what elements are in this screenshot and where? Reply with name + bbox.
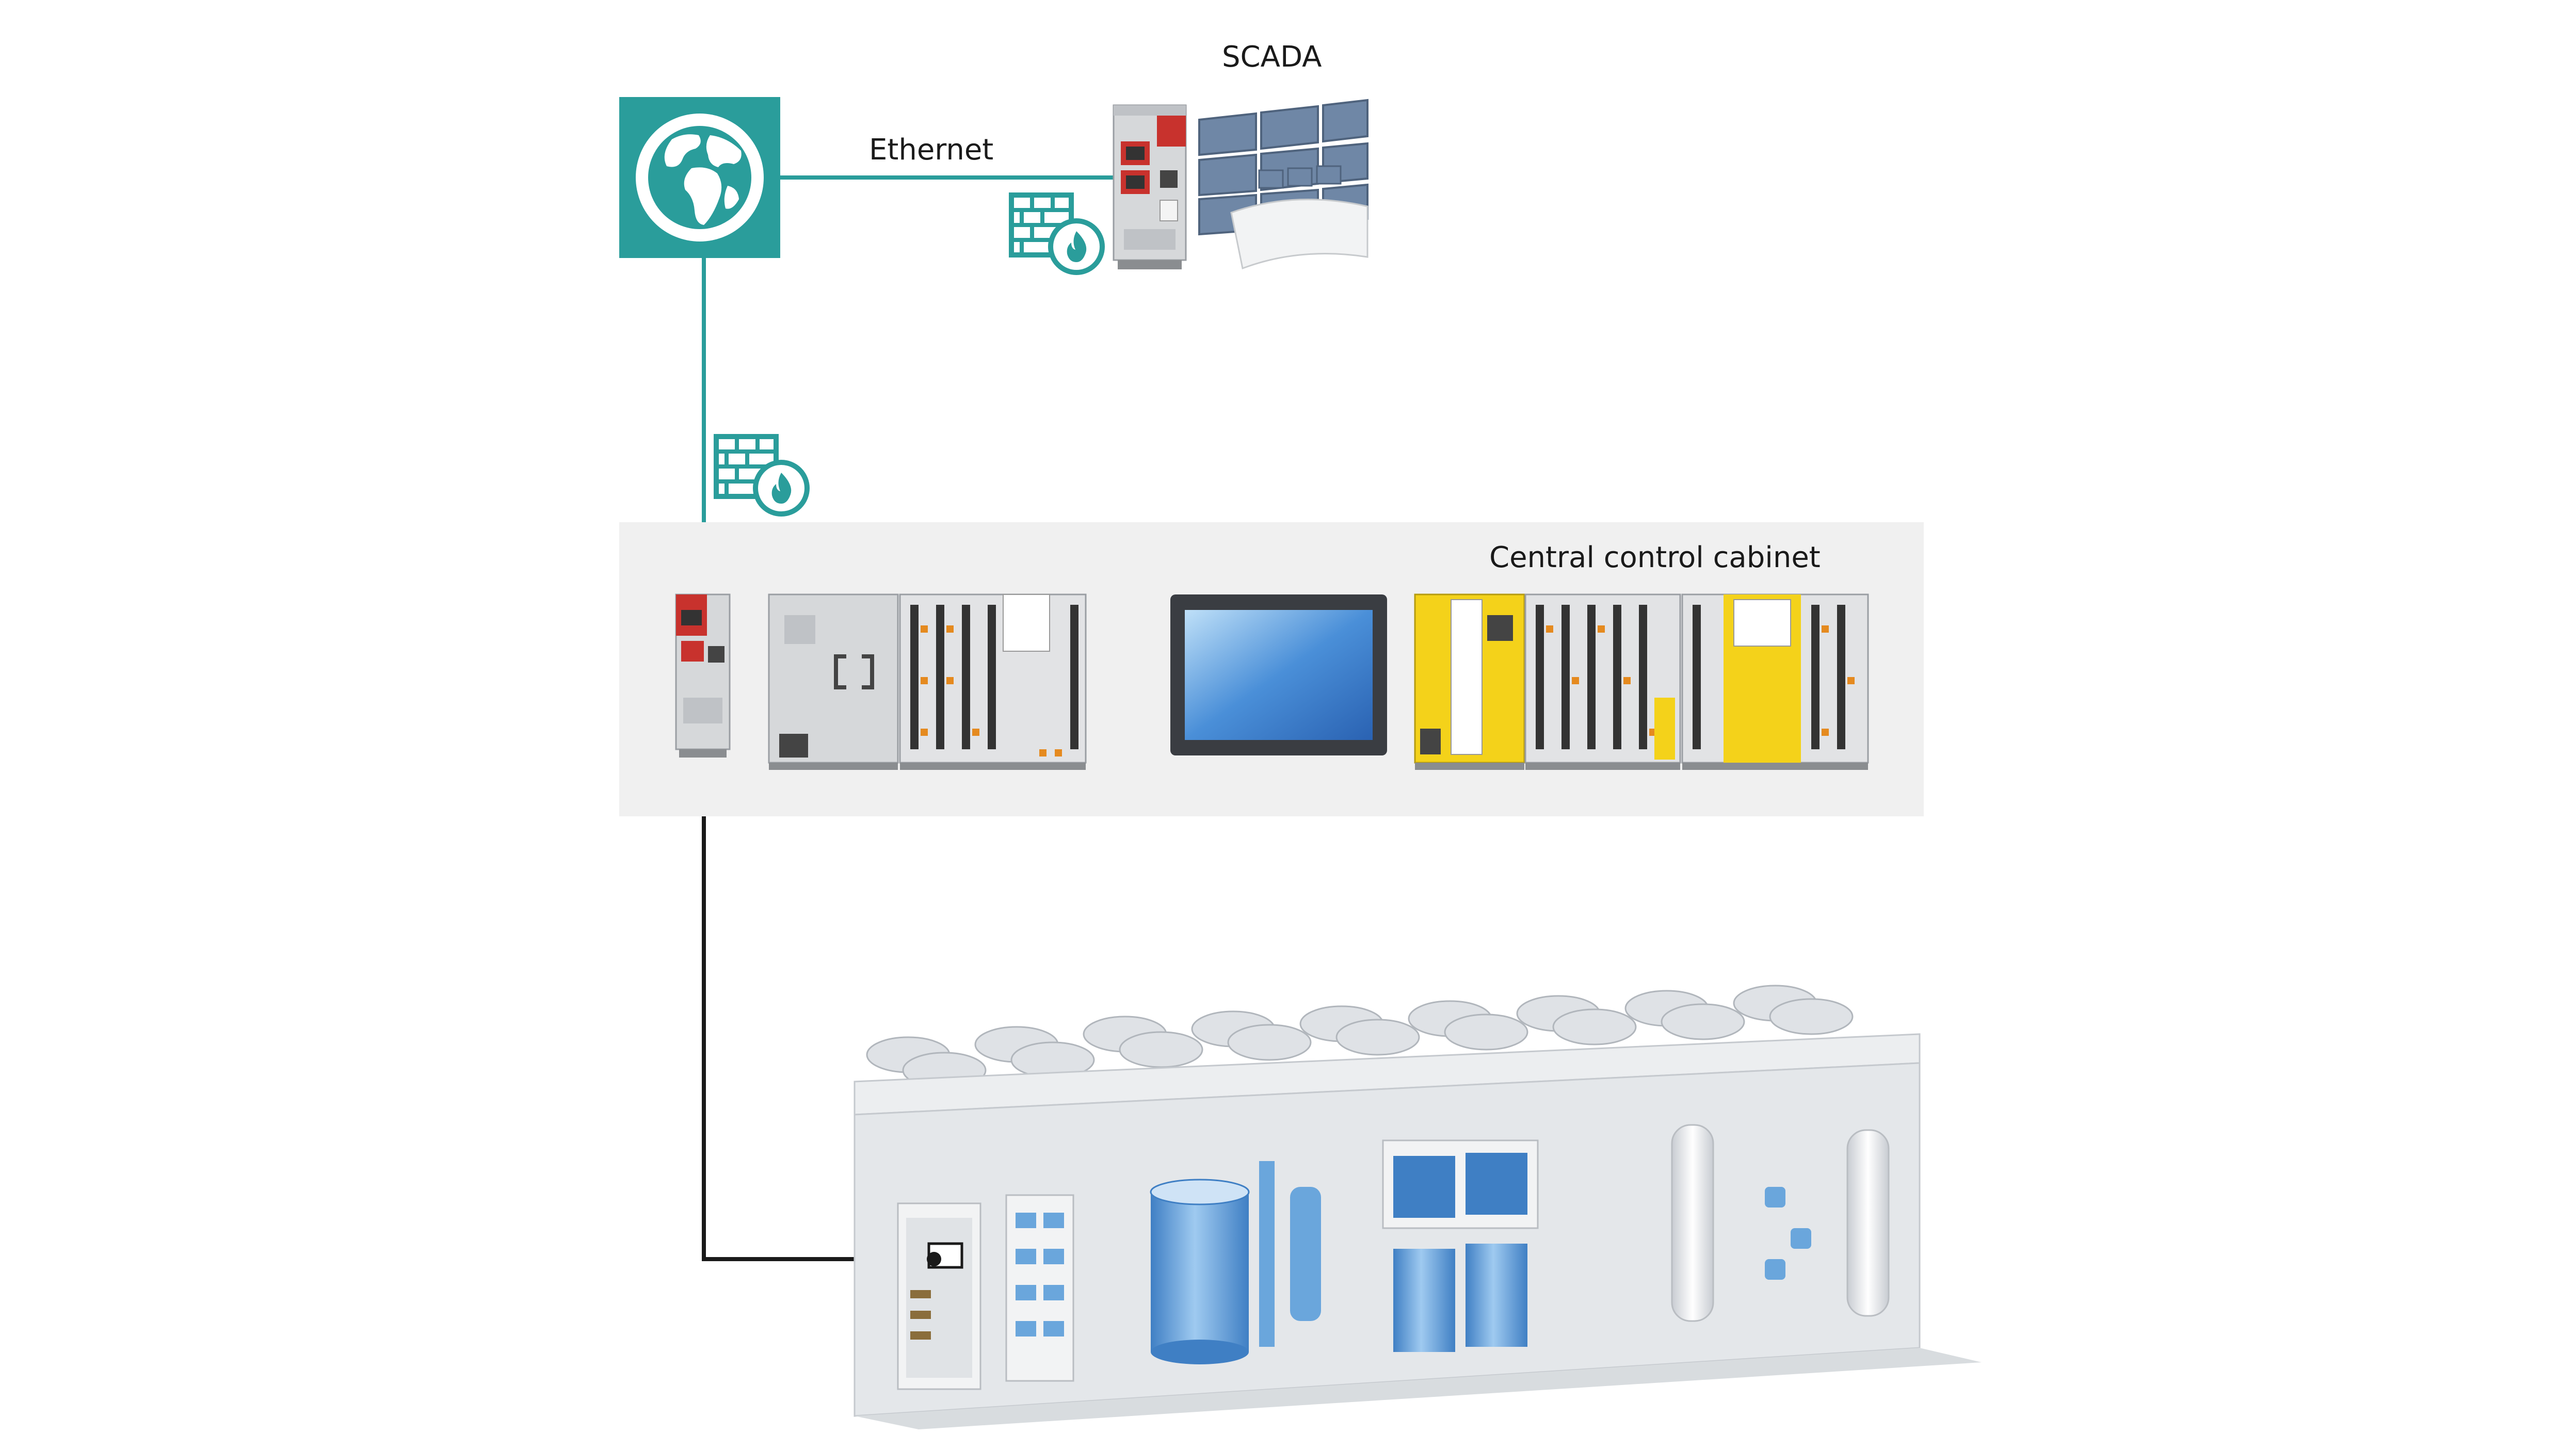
ethernet-label: Ethernet <box>869 133 994 167</box>
plc-controller[interactable] <box>768 593 899 770</box>
electrolyzer-stacks <box>1382 1139 1539 1352</box>
cabinet-router-device[interactable] <box>675 593 731 758</box>
firewall-icon <box>714 434 810 517</box>
separator-cylinders <box>1671 1124 1890 1322</box>
battery-rack <box>1005 1194 1074 1382</box>
internet-node[interactable] <box>619 97 780 258</box>
desk-monitors <box>1258 165 1342 189</box>
scada-workstation[interactable] <box>1198 99 1369 270</box>
container-floor <box>855 1348 1982 1429</box>
io-module-rack-left[interactable] <box>899 593 1087 770</box>
cooling-fans <box>866 985 1854 1089</box>
io-module-rack-middle[interactable] <box>1524 593 1681 770</box>
firewall-icon <box>1009 192 1105 275</box>
plant-container[interactable] <box>854 985 1982 1429</box>
safety-io-rack-right[interactable] <box>1681 593 1869 770</box>
globe-icon <box>636 114 764 242</box>
touch-panel-hmi[interactable] <box>1170 594 1387 755</box>
process-piping <box>1259 1161 1321 1347</box>
safety-module-rack[interactable] <box>1414 593 1525 770</box>
scada-router-device[interactable] <box>1113 104 1187 269</box>
water-tank <box>1150 1179 1250 1364</box>
control-desk <box>1230 199 1369 270</box>
central-control-cabinet-label: Central control cabinet <box>1489 541 1821 574</box>
scada-label: SCADA <box>1222 40 1322 74</box>
field-control-cabinet[interactable] <box>897 1202 981 1390</box>
